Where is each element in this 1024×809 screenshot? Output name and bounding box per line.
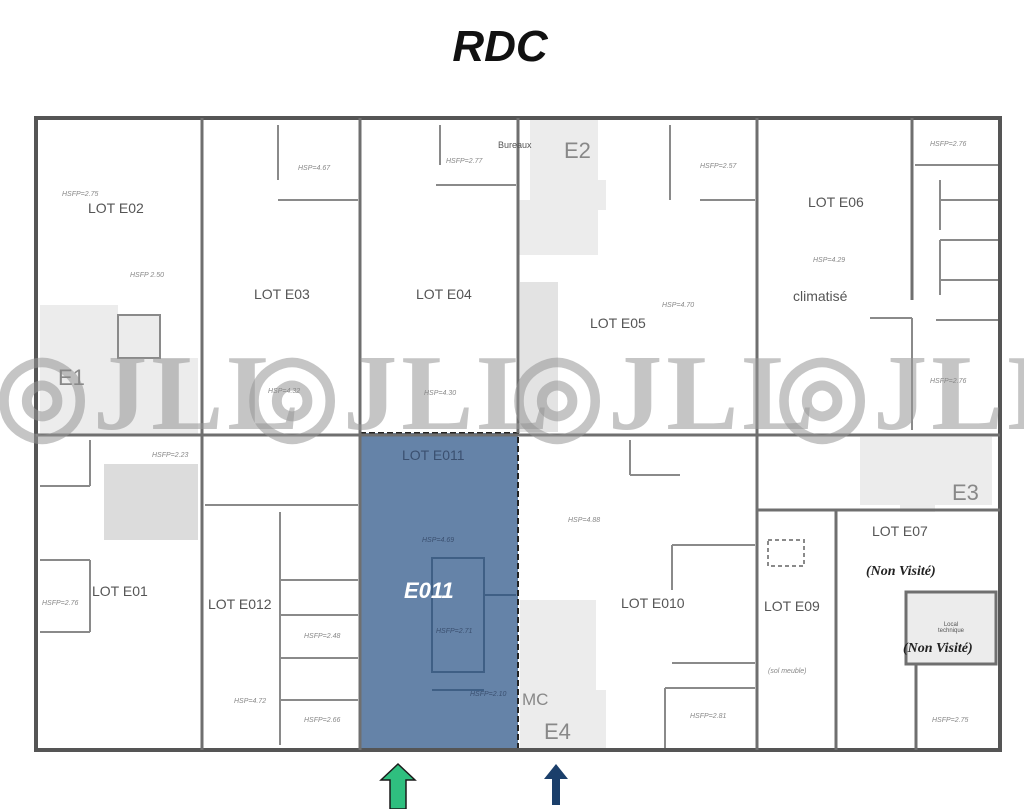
height-note: HSFP=2.66: [304, 717, 341, 724]
local-technique-label: Local technique: [937, 622, 965, 634]
height-note: HSFP=2.48: [304, 633, 341, 640]
core-e4: [520, 600, 606, 750]
bureaux-label: Bureaux: [498, 140, 532, 150]
height-note: HSP=4.69: [422, 537, 455, 544]
core-e1: [40, 305, 198, 435]
climatise-label: climatisé: [793, 288, 848, 304]
lot-e011-highlight[interactable]: [359, 432, 519, 751]
floor-note: (sol meuble): [768, 668, 807, 675]
height-note: HSFP=2.75: [932, 717, 969, 724]
core-e2: [518, 120, 606, 255]
jll-watermark: ◎JLL: [510, 334, 819, 453]
height-note: HSFP=2.76: [930, 378, 967, 385]
lot-e03-label: LOT E03: [254, 286, 310, 302]
height-note: HSFP=2.76: [42, 600, 79, 607]
height-note: HSP=4.88: [568, 517, 601, 524]
mc-label: MC: [522, 690, 549, 709]
non-visite-label: (Non Visité): [903, 641, 973, 656]
height-note: HSP=4.30: [424, 390, 457, 397]
jll-watermark: ◎JLL: [0, 334, 304, 453]
lot-e01-label: LOT E01: [92, 583, 148, 599]
height-note: HSP=4.72: [234, 698, 267, 705]
core-e4-label: E4: [544, 719, 571, 744]
lot-e010-label: LOT E010: [621, 595, 685, 611]
height-note: HSFP=2.75: [62, 191, 99, 198]
lot-e011-highlight-label: E011: [404, 578, 454, 603]
lot-e06-label: LOT E06: [808, 194, 864, 210]
height-note: HSFP=2.23: [152, 452, 189, 459]
height-note: HSP=4.70: [662, 302, 695, 309]
core-e1-label: E1: [58, 365, 85, 390]
local-technique-room: [906, 592, 996, 664]
lot-e02-label: LOT E02: [88, 200, 144, 216]
hatched-area-e01: [104, 464, 198, 540]
height-note: HSFP 2.50: [130, 272, 164, 279]
height-note: HSP=4.29: [813, 257, 846, 264]
core-e3-label: E3: [952, 480, 979, 505]
floor-title: RDC: [452, 22, 548, 71]
lot-e012-label: LOT E012: [208, 596, 272, 612]
lot-e07-label: LOT E07: [872, 523, 928, 539]
height-note: HSFP=2.10: [470, 691, 507, 698]
height-note: HSFP=2.76: [930, 141, 967, 148]
lot-e09-label: LOT E09: [764, 598, 820, 614]
height-note: HSP=4.32: [268, 388, 301, 395]
core-e3: [860, 437, 992, 512]
hatched-area-e05: [520, 282, 558, 432]
lot-e04-label: LOT E04: [416, 286, 472, 302]
height-note: HSFP=2.57: [700, 163, 737, 170]
lot-e011-label: LOT E011: [402, 447, 465, 463]
height-note: HSP=4.67: [298, 165, 331, 172]
lot-e05-label: LOT E05: [590, 315, 646, 331]
non-visite-label: (Non Visité): [866, 564, 936, 579]
height-note: HSFP=2.81: [690, 713, 727, 720]
jll-watermark: ◎JLL: [245, 334, 554, 453]
height-note: HSFP=2.77: [446, 158, 483, 165]
core-e2-label: E2: [564, 138, 591, 163]
jll-watermark: ◎JLL: [775, 334, 1024, 453]
core-areas: [40, 120, 996, 750]
height-note: HSFP=2.71: [436, 628, 473, 635]
